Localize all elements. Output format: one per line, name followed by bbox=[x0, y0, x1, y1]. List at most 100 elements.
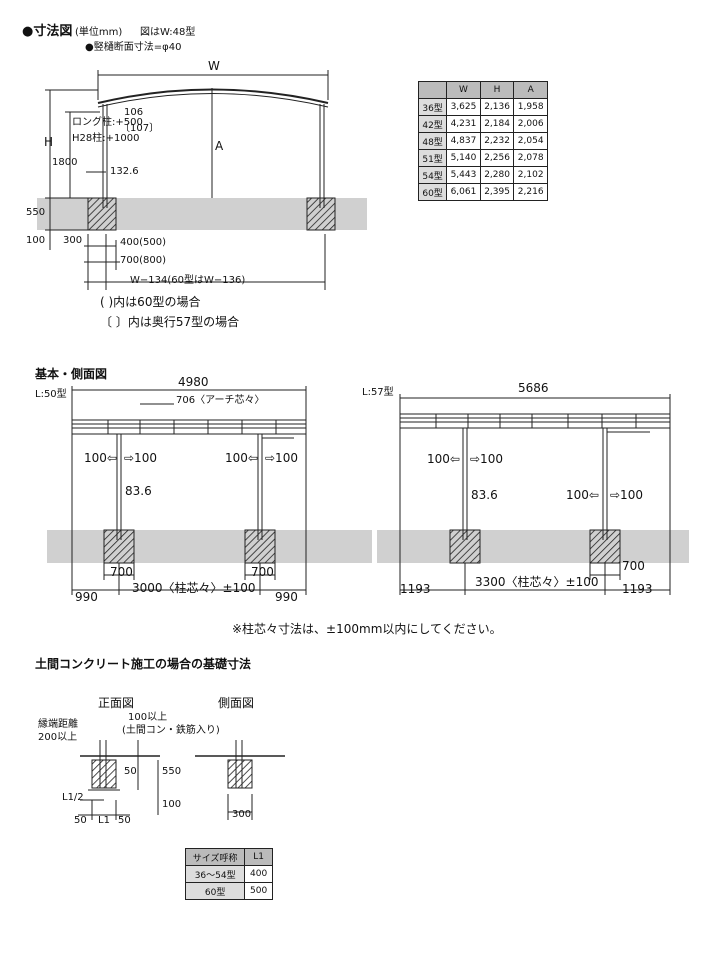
l50-arch: 706〈アーチ芯々〉 bbox=[176, 395, 265, 406]
foundation-table-header: サイズ呼称 L1 bbox=[184, 848, 273, 866]
foundation-detail-lines bbox=[78, 740, 285, 820]
pipe-note: ●竪樋断面寸法=φ40 bbox=[85, 42, 182, 53]
front-view-label: 正面図 bbox=[98, 696, 135, 710]
l57-post1-left: 100⇦ bbox=[427, 452, 460, 466]
spec-header-cell bbox=[417, 81, 448, 99]
dim-100: 100 bbox=[26, 235, 46, 246]
spec-header-cell: W bbox=[446, 81, 481, 99]
f-dim-50-left: 50 bbox=[74, 815, 87, 826]
dim-400: 400(500) bbox=[120, 237, 166, 248]
foundation-cell: 500 bbox=[244, 882, 273, 900]
l57-total: 5686 bbox=[518, 381, 549, 395]
dim-h: H bbox=[44, 135, 54, 149]
side-view-label: 側面図 bbox=[218, 696, 255, 710]
dim-1800: 1800 bbox=[52, 157, 78, 168]
dim-132-6: 132.6 bbox=[110, 166, 139, 177]
side-view-l57-lines bbox=[377, 394, 689, 595]
dim-a: A bbox=[215, 139, 224, 153]
dim-107: 〔107〕 bbox=[120, 123, 160, 134]
spec-cell: 2,256 bbox=[479, 149, 515, 167]
foundation-cell: 36〜54型 bbox=[184, 865, 246, 883]
foundation-table: サイズ呼称 L1 36〜54型 400 60型 500 bbox=[184, 848, 273, 900]
l50-post1-right: ⇨100 bbox=[124, 451, 157, 465]
f-dim-50: 50 bbox=[124, 766, 137, 777]
foundation-cell: 400 bbox=[244, 865, 273, 883]
l50-836: 83.6 bbox=[125, 484, 152, 498]
spec-cell: 4,837 bbox=[446, 132, 481, 150]
spec-cell: 3,625 bbox=[446, 98, 481, 116]
spec-cell: 5,140 bbox=[446, 149, 481, 167]
l57-span: 3300〈柱芯々〉±100 bbox=[475, 575, 599, 589]
l50-label: L:50型 bbox=[35, 389, 67, 400]
f-dim-l1: L1 bbox=[98, 815, 110, 826]
l57-overhang1: 1193 bbox=[400, 582, 431, 596]
front-view-lines bbox=[37, 70, 367, 290]
l57-836: 83.6 bbox=[471, 488, 498, 502]
spec-cell: 2,102 bbox=[513, 166, 548, 184]
side-heading: 基本・側面図 bbox=[35, 367, 108, 381]
foundation-header-cell: サイズ呼称 bbox=[184, 848, 246, 866]
spec-table: W H A 36型 3,625 2,136 1,958 42型 4,231 2,… bbox=[417, 81, 548, 201]
l50-total: 4980 bbox=[178, 375, 209, 389]
foundation-table-row: 36〜54型 400 bbox=[184, 865, 273, 883]
slab-thickness-label: 100以上 bbox=[128, 712, 168, 723]
spec-cell: 2,280 bbox=[479, 166, 515, 184]
dim-106: 106 bbox=[124, 107, 144, 118]
post-spacing-note: ※柱芯々寸法は、±100mm以内にしてください。 bbox=[232, 622, 502, 636]
unit-label: (単位mm) bbox=[75, 27, 123, 38]
spec-cell: 51型 bbox=[417, 149, 448, 167]
spec-table-row: 51型 5,140 2,256 2,078 bbox=[417, 149, 548, 167]
long-post-note: ロング柱:+500 bbox=[72, 117, 143, 128]
spec-table-row: 60型 6,061 2,395 2,216 bbox=[417, 183, 548, 201]
foundation-cell: 60型 bbox=[184, 882, 246, 900]
spec-cell: 60型 bbox=[417, 183, 448, 201]
edge-distance-label: 縁端距離 bbox=[38, 719, 78, 730]
l57-post2-right: ⇨100 bbox=[610, 488, 643, 502]
spec-cell: 42型 bbox=[417, 115, 448, 133]
dim-300: 300 bbox=[63, 235, 83, 246]
f-dim-50-right: 50 bbox=[118, 815, 131, 826]
spec-cell: 2,078 bbox=[513, 149, 548, 167]
spec-cell: 2,136 bbox=[479, 98, 515, 116]
edge-distance-value: 200以上 bbox=[38, 732, 78, 743]
spec-cell: 1,958 bbox=[513, 98, 548, 116]
spec-table-row: 48型 4,837 2,232 2,054 bbox=[417, 132, 548, 150]
spec-cell: 4,231 bbox=[446, 115, 481, 133]
dim-w134: W−134(60型はW−136) bbox=[130, 275, 246, 286]
spec-cell: 2,395 bbox=[479, 183, 515, 201]
h28-post-note: H28柱:+1000 bbox=[72, 133, 140, 144]
spec-header-cell: A bbox=[513, 81, 548, 99]
spec-cell: 5,443 bbox=[446, 166, 481, 184]
side-view-l50-lines bbox=[47, 386, 372, 595]
l57-foot1: 700 bbox=[622, 559, 645, 573]
l50-span: 3000〈柱芯々〉±100 bbox=[132, 581, 256, 595]
spec-table-row: 54型 5,443 2,280 2,102 bbox=[417, 166, 548, 184]
dim-550: 550 bbox=[26, 207, 46, 218]
spec-table-header: W H A bbox=[417, 81, 548, 99]
spec-cell: 2,054 bbox=[513, 132, 548, 150]
spec-cell: 2,232 bbox=[479, 132, 515, 150]
bracket-note: 〔 〕内は奥行57型の場合 bbox=[100, 315, 240, 329]
spec-cell: 48型 bbox=[417, 132, 448, 150]
l57-label: L:57型 bbox=[362, 387, 394, 398]
spec-cell: 2,216 bbox=[513, 183, 548, 201]
l50-foot1: 700 bbox=[110, 565, 133, 579]
l50-post1-left: 100⇦ bbox=[84, 451, 117, 465]
spec-table-row: 42型 4,231 2,184 2,006 bbox=[417, 115, 548, 133]
foundation-header-cell: L1 bbox=[244, 848, 273, 866]
figure-note: 図はW:48型 bbox=[140, 27, 196, 38]
spec-header-cell: H bbox=[479, 81, 515, 99]
spec-cell: 6,061 bbox=[446, 183, 481, 201]
foundation-table-row: 60型 500 bbox=[184, 882, 273, 900]
l50-post2-right: ⇨100 bbox=[265, 451, 298, 465]
foundation-heading: 土間コンクリート施工の場合の基礎寸法 bbox=[35, 657, 252, 671]
spec-table-row: 36型 3,625 2,136 1,958 bbox=[417, 98, 548, 116]
spec-cell: 54型 bbox=[417, 166, 448, 184]
f-dim-100: 100 bbox=[162, 799, 182, 810]
spec-cell: 36型 bbox=[417, 98, 448, 116]
l50-post2-left: 100⇦ bbox=[225, 451, 258, 465]
dim-700: 700(800) bbox=[120, 255, 166, 266]
spec-cell: 2,184 bbox=[479, 115, 515, 133]
dim-w: W bbox=[208, 59, 220, 73]
